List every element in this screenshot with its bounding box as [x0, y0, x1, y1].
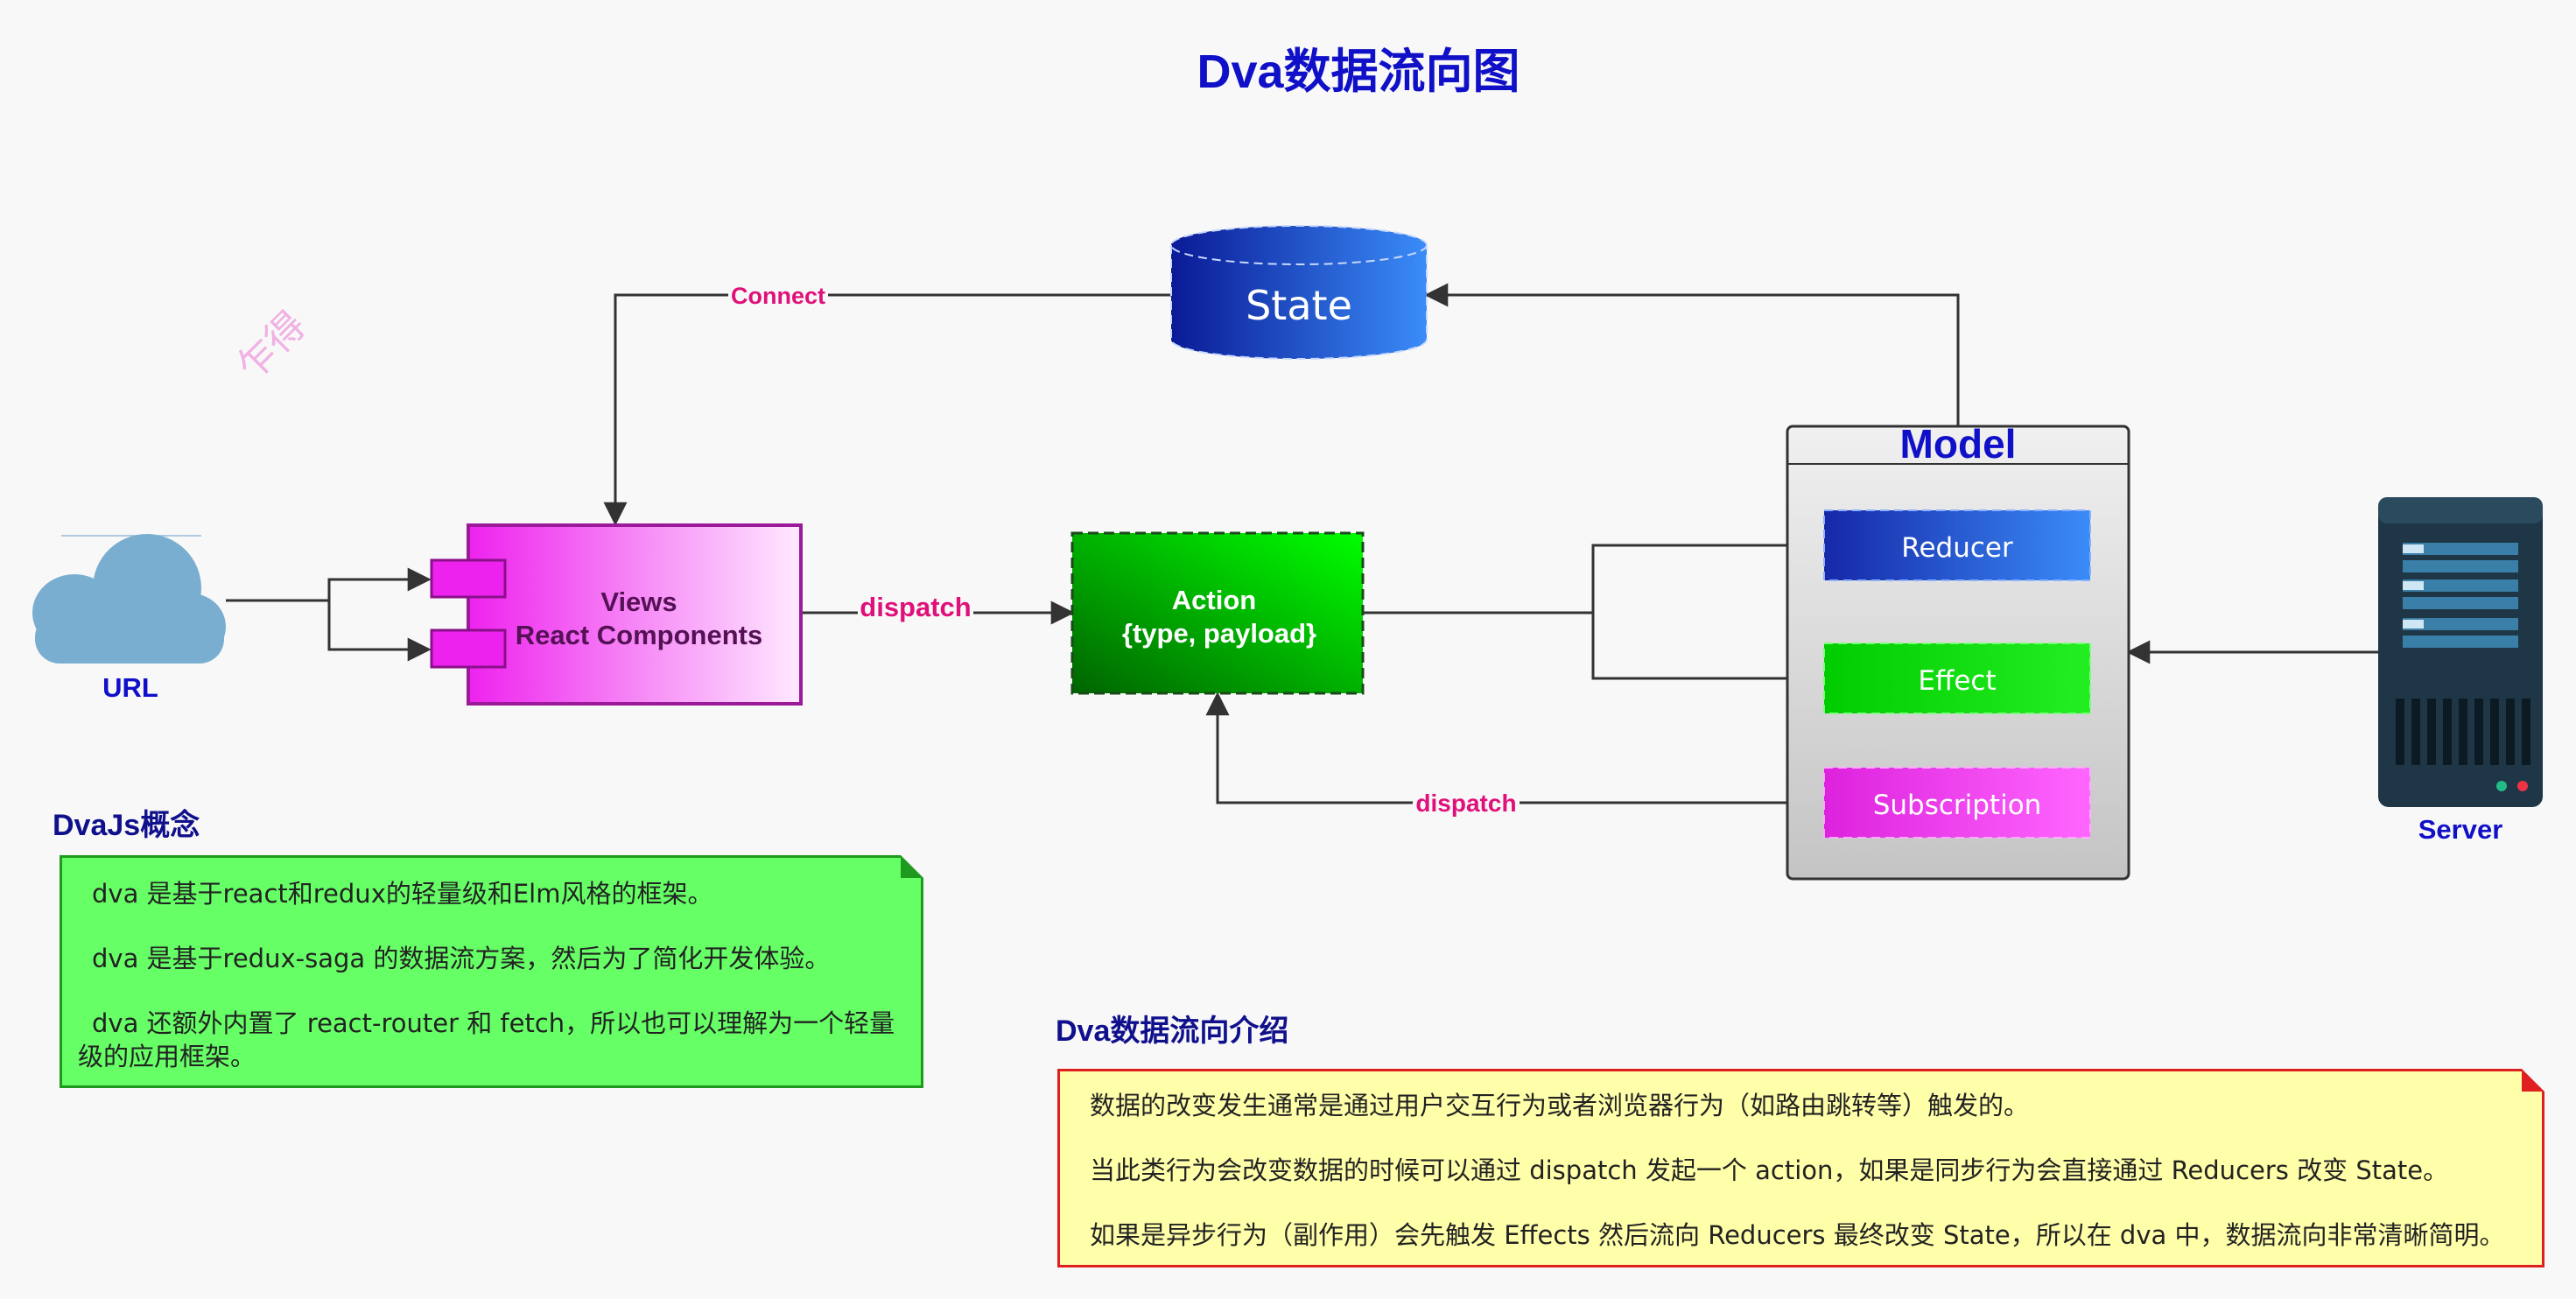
node-subscription — [1823, 767, 2091, 839]
concept-line: dva 还额外内置了 react-router 和 fetch，所以也可以理解为… — [78, 1008, 895, 1071]
edge-label-dispatch-subscription: dispatch — [1415, 790, 1516, 817]
edge-url-views-top — [226, 567, 432, 602]
edge-action-reducer — [1363, 533, 1827, 614]
diagram-title: Dva数据流向图 — [1197, 46, 1520, 98]
concept-note: dva 是基于react和redux的轻量级和Elm风格的框架。 dva 是基于… — [60, 855, 923, 1088]
node-state — [1170, 225, 1428, 360]
node-model-title: Model — [1900, 421, 2017, 467]
node-views — [430, 523, 803, 706]
node-state-label: State — [1246, 282, 1352, 329]
node-views-subtitle: React Components — [516, 620, 762, 650]
node-server-label: Server — [2418, 814, 2503, 845]
node-subscription-label: Subscription — [1873, 790, 2042, 821]
cloud-icon — [32, 534, 226, 664]
server-icon — [2378, 497, 2543, 807]
concept-line: dva 是基于react和redux的轻量级和Elm风格的框架。 — [92, 879, 713, 909]
concept-heading: DvaJs概念 — [53, 808, 200, 842]
edge-subscription-action — [1205, 692, 1824, 804]
edge-state-views — [603, 293, 1171, 526]
flow-line: 当此类行为会改变数据的时候可以通过 dispatch 发起一个 action，如… — [1090, 1155, 2449, 1185]
node-action — [1070, 531, 1365, 695]
concept-line: dva 是基于redux-saga 的数据流方案，然后为了简化开发体验。 — [92, 944, 831, 973]
node-effect-label: Effect — [1918, 665, 1996, 697]
node-reducer-label: Reducer — [1901, 532, 2013, 564]
node-effect — [1823, 642, 2091, 714]
note-fold-corner — [901, 855, 923, 878]
flow-line: 数据的改变发生通常是通过用户交互行为或者浏览器行为（如路由跳转等）触发的。 — [1090, 1091, 2030, 1120]
note-fold-corner — [2522, 1069, 2544, 1092]
node-url-label: URL — [102, 672, 158, 703]
edge-label-dispatch-views: dispatch — [860, 592, 971, 622]
node-views-title: Views — [600, 586, 677, 617]
watermark-text: 乍得 — [228, 303, 314, 389]
flow-note: 数据的改变发生通常是通过用户交互行为或者浏览器行为（如路由跳转等）触发的。 当此… — [1057, 1069, 2544, 1267]
edge-url-views-bottom — [327, 600, 432, 662]
edge-label-connect: Connect — [731, 283, 825, 309]
edges — [226, 283, 2378, 804]
flow-line: 如果是异步行为（副作用）会先触发 Effects 然后流向 Reducers 最… — [1090, 1220, 2505, 1250]
flow-heading: Dva数据流向介绍 — [1056, 1015, 1288, 1048]
edge-action-effect — [1591, 613, 1827, 691]
edge-model-state — [1424, 283, 1960, 426]
node-reducer — [1823, 509, 2091, 581]
node-action-title: Action — [1172, 585, 1256, 615]
node-action-payload: {type, payload} — [1122, 618, 1316, 649]
